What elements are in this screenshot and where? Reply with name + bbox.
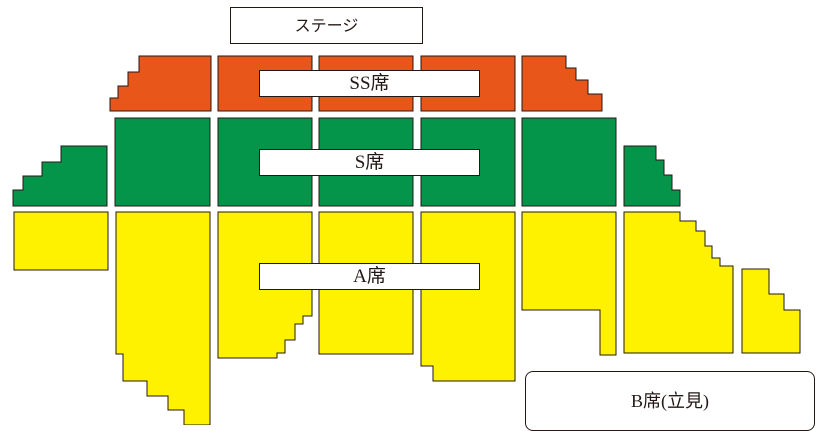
a-section-label: A席 — [259, 263, 480, 290]
stage-label: ステージ — [230, 7, 423, 44]
a-block-2[interactable] — [115, 211, 211, 425]
a-block-6[interactable] — [521, 211, 617, 356]
s-block-1[interactable] — [12, 145, 108, 207]
ss-block-1[interactable] — [109, 55, 212, 112]
ss-section-label: SS席 — [259, 70, 480, 97]
a-section — [13, 211, 801, 425]
b-section-standing-area[interactable]: B席(立見) — [525, 371, 815, 431]
a-block-7[interactable] — [623, 211, 734, 354]
ss-block-5[interactable] — [521, 55, 603, 112]
s-section-label: S席 — [259, 149, 480, 176]
a-block-1[interactable] — [13, 211, 109, 271]
a-block-5[interactable] — [420, 211, 516, 382]
a-block-8[interactable] — [741, 268, 801, 354]
s-block-7[interactable] — [623, 145, 681, 207]
s-block-6[interactable] — [521, 117, 617, 207]
s-block-2[interactable] — [114, 117, 211, 207]
